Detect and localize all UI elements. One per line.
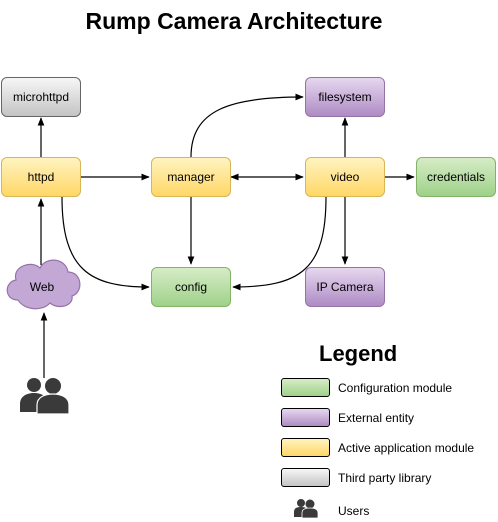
legend-swatch-third-party — [281, 468, 330, 487]
node-credentials: credentials — [416, 157, 496, 197]
edge-manager-filesystem — [190, 93, 304, 158]
legend-swatch-external — [281, 408, 330, 427]
edge-video-config — [232, 196, 327, 291]
legend-swatch-active — [281, 438, 330, 457]
edge-httpd-config — [61, 196, 150, 291]
legend-label-users: Users — [338, 504, 370, 518]
legend-title: Legend — [319, 341, 398, 366]
node-microhttpd: microhttpd — [1, 77, 81, 117]
web-label: Web — [30, 280, 55, 294]
legend-label-config: Configuration module — [338, 381, 453, 395]
web-cloud: Web — [6, 259, 81, 310]
node-httpd: httpd — [1, 157, 81, 197]
legend-label-third-party: Third party library — [338, 471, 432, 485]
diagram-title: Rump Camera Architecture — [85, 8, 383, 34]
legend-label-active: Active application module — [338, 441, 475, 455]
node-manager: manager — [151, 157, 231, 197]
legend-swatch-config — [281, 378, 330, 397]
node-config: config — [151, 267, 231, 307]
node-filesystem: filesystem — [305, 77, 385, 117]
node-ip-camera: IP Camera — [305, 267, 385, 307]
legend-label-external: External entity — [338, 411, 415, 425]
node-video: video — [305, 157, 385, 197]
legend-users-icon — [294, 499, 319, 519]
users-icon — [20, 378, 70, 415]
